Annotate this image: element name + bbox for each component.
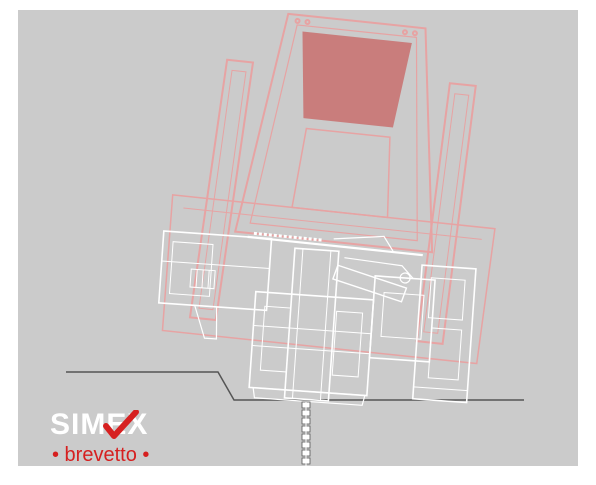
cab-roof xyxy=(302,31,412,128)
trencher-attachment xyxy=(157,230,477,406)
skid-steer-loader xyxy=(161,12,496,365)
brand-logo: SIMEX • brevetto • xyxy=(50,410,200,467)
check-mark-icon xyxy=(103,410,139,439)
logo-tagline: • brevetto • xyxy=(52,444,150,466)
attachment-illustration xyxy=(66,12,524,466)
digging-chain xyxy=(301,401,311,466)
diagram-frame: SIMEX • brevetto • xyxy=(18,10,578,466)
ground-line xyxy=(66,371,524,401)
